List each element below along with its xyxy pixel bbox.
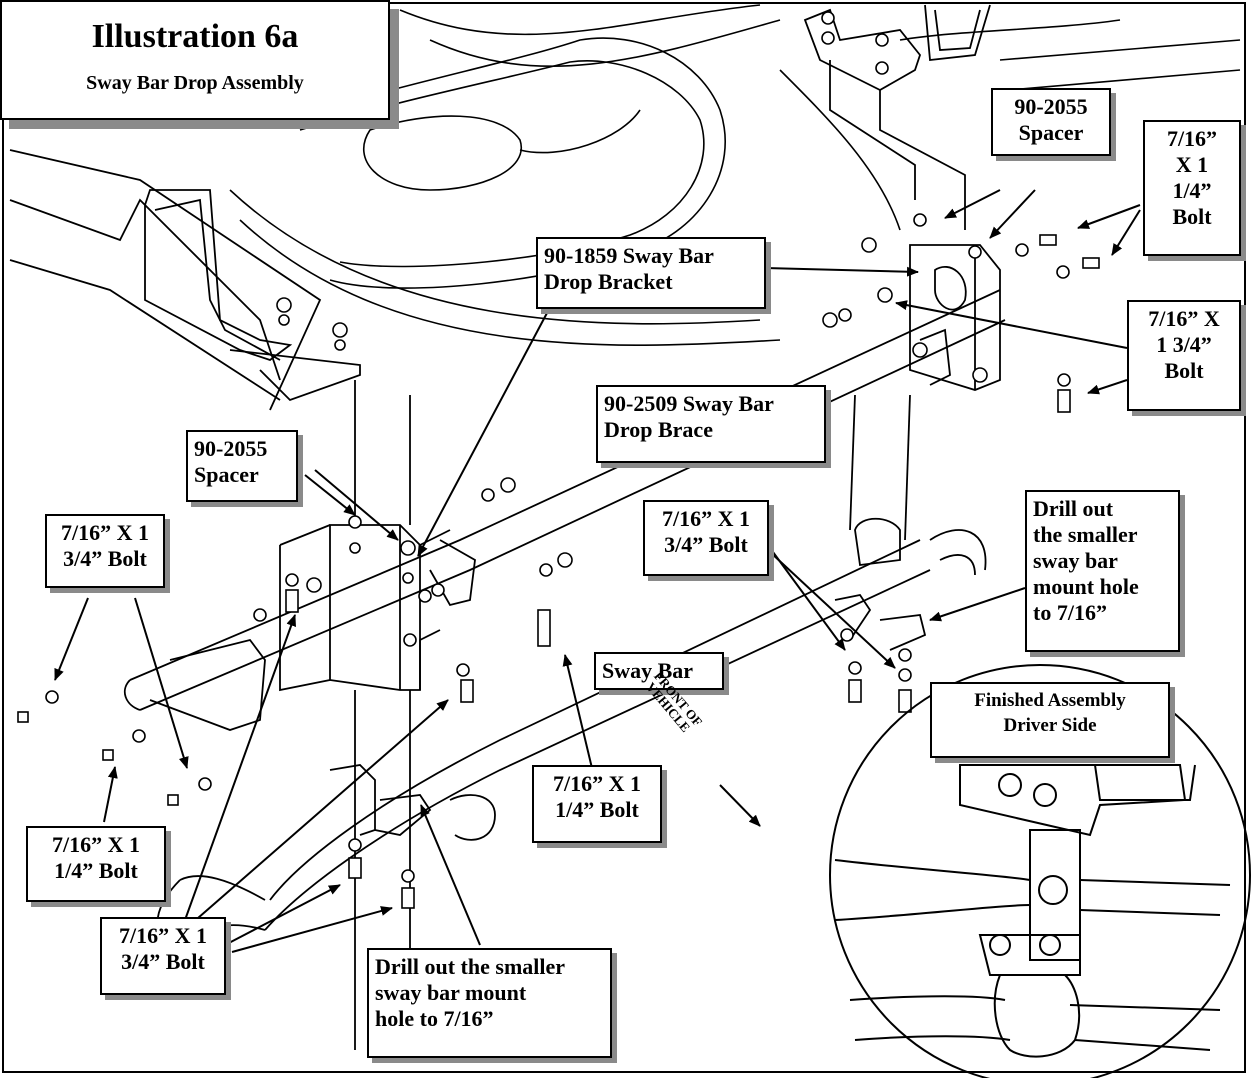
title: Illustration 6a bbox=[91, 18, 299, 55]
callout-bolt-left-top: 7/16” X 1 3/4” Bolt bbox=[45, 514, 165, 588]
finished-assembly-inset bbox=[829, 664, 1251, 1078]
title-block: Illustration 6a Sway Bar Drop Assembly bbox=[0, 0, 390, 120]
callout-bolt-left-bottom: 7/16” X 1 1/4” Bolt bbox=[26, 826, 166, 902]
callout-bolt-top-right: 7/16” X 1 1/4” Bolt bbox=[1143, 120, 1241, 256]
callout-bolt-right-mid: 7/16” X 1 3/4” Bolt bbox=[1127, 300, 1241, 411]
vehicle-body bbox=[229, 4, 1241, 346]
leader-lines bbox=[54, 189, 1141, 953]
callout-finished-assembly: Finished Assembly Driver Side bbox=[930, 682, 1170, 758]
callout-drill-right: Drill out the smaller sway bar mount hol… bbox=[1025, 490, 1180, 652]
callout-drop-bracket: 90-1859 Sway Bar Drop Bracket bbox=[536, 237, 766, 309]
callout-spacer-left: 90-2055 Spacer bbox=[186, 430, 298, 502]
callout-sway-bar: Sway Bar bbox=[594, 652, 724, 690]
fasteners bbox=[17, 11, 1100, 909]
right-frame-bracket bbox=[803, 4, 991, 230]
callout-spacer-top: 90-2055 Spacer bbox=[991, 88, 1111, 156]
callout-bolt-bottom-left: 7/16” X 1 3/4” Bolt bbox=[100, 917, 226, 995]
callout-bolt-center: 7/16” X 1 1/4” Bolt bbox=[532, 765, 662, 843]
right-drop-bracket bbox=[849, 244, 1001, 541]
callout-bolt-center-right: 7/16” X 1 3/4” Bolt bbox=[643, 500, 769, 576]
left-frame-rail bbox=[9, 149, 361, 411]
subtitle: Sway Bar Drop Assembly bbox=[86, 72, 304, 94]
callout-drill-bottom: Drill out the smaller sway bar mount hol… bbox=[367, 948, 612, 1058]
callout-drop-brace: 90-2509 Sway Bar Drop Brace bbox=[596, 385, 826, 463]
sway-bar-mounts bbox=[329, 517, 927, 841]
